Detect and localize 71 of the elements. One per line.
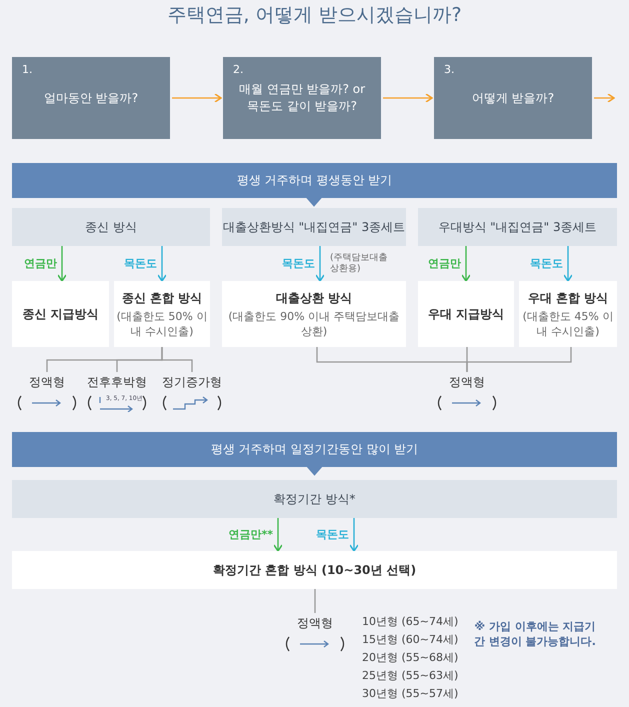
- step-question: 매월 연금만 받을까? or 목돈도 같이 받을까?: [238, 81, 366, 115]
- pointer-arrow: [306, 466, 323, 476]
- arrow: [563, 246, 573, 282]
- arrow: [57, 246, 67, 282]
- title: 주택연금, 어떻게 받으시겠습니까?: [166, 3, 463, 28]
- edge-label: 목돈도: [282, 256, 315, 270]
- arrow: [461, 246, 471, 282]
- method-title: 대출상환방식 "내집연금" 3종세트: [222, 218, 406, 236]
- method-box: [418, 281, 514, 347]
- step-box: [12, 57, 170, 139]
- arrow: [594, 93, 615, 103]
- connector-line: [466, 347, 572, 372]
- method-title: 우대방식 "내집연금" 3종세트: [438, 218, 597, 236]
- annotation-text: (주택담보대출 상환용): [330, 253, 389, 275]
- method-box: [222, 281, 406, 347]
- connector-line: [314, 589, 316, 613]
- method-detail: (대출한도 90% 이내 주택담보대출 상환): [227, 308, 401, 338]
- method-name: 우대 지급방식: [428, 306, 504, 322]
- edge-label: 목돈도: [316, 526, 349, 542]
- method-header: [222, 208, 406, 246]
- edge-label: 연금만: [24, 256, 57, 270]
- banner-text: 평생 거주하며 일정기간동안 많이 받기: [210, 441, 418, 458]
- method-title: 종신 방식: [85, 218, 137, 236]
- note-text: ※ 가입 이후에는 지급기간 변경이 불가능합니다.: [473, 619, 597, 649]
- year-option-text: 25년형 (55~63세): [362, 668, 458, 683]
- year-option-text: 10년형 (65~74세): [362, 614, 458, 629]
- method-header: [12, 208, 210, 246]
- method-detail: (대출한도 45% 이내 수시인출): [522, 308, 614, 338]
- method-box: [519, 281, 617, 347]
- year-option-text: 15년형 (60~74세): [362, 632, 458, 647]
- section-banner: [12, 432, 617, 467]
- pointer-arrow: [306, 198, 322, 207]
- method-header: [12, 480, 617, 518]
- method-box: [12, 281, 109, 347]
- arrow: [273, 518, 283, 552]
- method-name: 확정기간 혼합 방식 (10~30년 선택): [212, 562, 416, 578]
- method-title: 확정기간 방식*: [274, 490, 356, 508]
- step-number: 3.: [444, 63, 454, 76]
- payout-type-name: 정액형: [449, 374, 485, 391]
- payout-type-name: 정기증가형: [162, 374, 222, 391]
- banner-text: 평생 거주하며 평생동안 받기: [236, 172, 392, 189]
- step-question: 어떻게 받을까?: [470, 90, 556, 106]
- step-number: 2.: [233, 63, 244, 76]
- method-name: 우대 혼합 방식: [528, 290, 608, 306]
- method-name: 대출상환 방식: [276, 290, 352, 306]
- method-name: 종신 혼합 방식: [122, 290, 202, 306]
- step-number: 1.: [22, 63, 32, 76]
- edge-label: 목돈도: [124, 256, 157, 270]
- payout-type-name: 정액형: [297, 615, 333, 632]
- connector-line: [161, 347, 193, 372]
- edge-label: 목돈도: [530, 256, 563, 270]
- arrow: [349, 518, 359, 552]
- arrow: [383, 93, 433, 103]
- step-box: [223, 57, 381, 139]
- year-option-text: 20년형 (55~68세): [362, 650, 458, 665]
- payout-type-name: 전후후박형: [87, 374, 147, 391]
- payout-type-name: 정액형: [29, 374, 65, 391]
- edge-label: 연금만: [428, 256, 461, 270]
- arrow: [315, 246, 325, 282]
- method-detail: (대출한도 50% 이내 수시인출): [116, 308, 208, 338]
- step-question: 얼마동안 받을까?: [42, 90, 140, 106]
- method-header: [418, 208, 617, 246]
- year-option-text: 30년형 (55~57세): [362, 686, 458, 701]
- method-name: 종신 지급방식: [22, 306, 99, 322]
- arrow: [172, 93, 222, 103]
- method-box: [12, 551, 617, 589]
- step-box: [434, 57, 592, 139]
- section-banner: [12, 163, 617, 198]
- arrow: [157, 246, 167, 282]
- edge-label: 연금만**: [228, 526, 273, 542]
- method-box: [114, 281, 210, 347]
